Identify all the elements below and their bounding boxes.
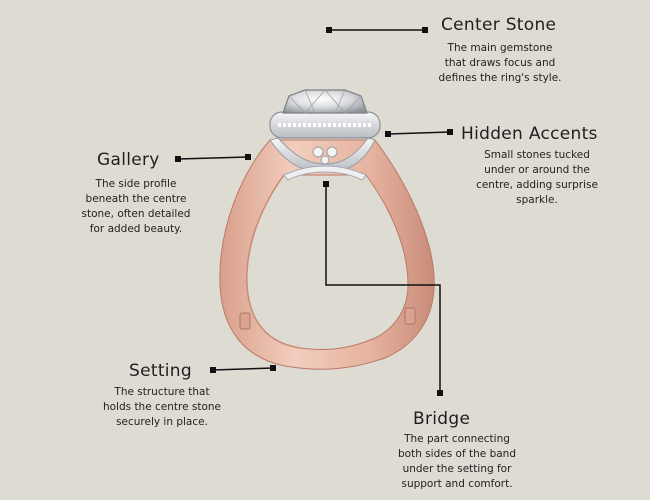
band-notch-right <box>404 307 416 325</box>
hidden-accent-stone <box>326 146 338 158</box>
leader-setting <box>210 365 276 373</box>
band-inner-edge <box>246 174 301 349</box>
setting-description: The structure that holds the centre ston… <box>102 386 222 428</box>
center-stone-facets <box>288 89 362 114</box>
band-notch-left <box>239 312 251 330</box>
leader-hidden-accents <box>385 129 453 137</box>
center-stone-description: The main gemstone that draws focus and d… <box>438 42 562 84</box>
gallery-description: The side profile beneath the centre ston… <box>81 178 191 235</box>
setting-title: Setting <box>129 361 192 381</box>
hidden-accent-stone <box>320 155 330 165</box>
hidden-accent-stone <box>312 146 324 158</box>
leader-gallery <box>175 154 251 162</box>
center-stone <box>282 89 368 114</box>
hidden-accents-description: Small stones tucked under or around the … <box>476 149 598 206</box>
center-stone-title: Center Stone <box>441 15 557 35</box>
leader-bridge <box>323 181 443 396</box>
hidden-accents-title: Hidden Accents <box>461 124 598 144</box>
bridge-metal <box>283 165 367 181</box>
gallery-title: Gallery <box>97 150 160 170</box>
leader-center-stone <box>326 27 428 33</box>
bridge-description: The part connecting both sides of the ba… <box>398 433 516 490</box>
ring-band <box>219 139 435 370</box>
bridge-title: Bridge <box>413 409 471 429</box>
